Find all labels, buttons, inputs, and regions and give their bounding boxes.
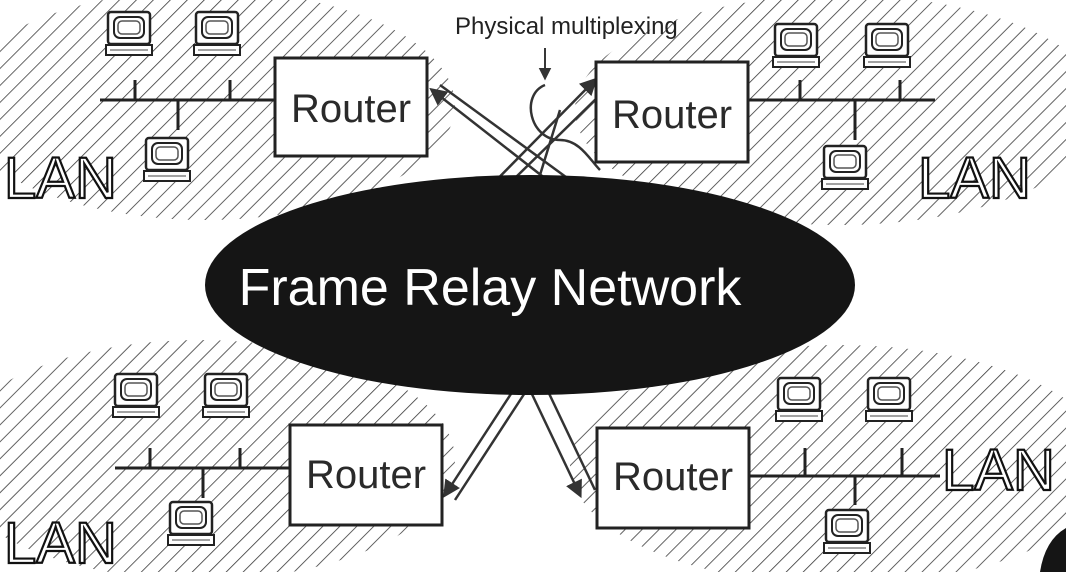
computer-icon — [773, 24, 819, 67]
lan-label: LAN — [918, 146, 1031, 211]
multiplex-label: Physical multiplexing — [455, 13, 678, 40]
lan-label: LAN — [942, 438, 1055, 503]
computer-icon — [113, 374, 159, 417]
computer-icon — [776, 378, 822, 421]
router-label: Router — [613, 455, 733, 499]
computer-icon — [203, 374, 249, 417]
link-bottom-left-b — [455, 385, 530, 500]
link-top-left-b — [440, 85, 570, 180]
computer-icon — [106, 12, 152, 55]
router-label: Router — [306, 453, 426, 497]
link-bottom-left-a — [445, 380, 520, 495]
computer-icon — [144, 138, 190, 181]
computer-icon — [864, 24, 910, 67]
computer-icon — [194, 12, 240, 55]
computer-icon — [866, 378, 912, 421]
computer-icon — [824, 510, 870, 553]
router-top-left: Router — [275, 58, 427, 156]
frame-relay-cloud: Frame Relay Network — [205, 175, 855, 395]
router-label: Router — [612, 93, 732, 137]
lan-label: LAN — [4, 146, 117, 211]
network-label: Frame Relay Network — [239, 259, 743, 317]
computer-icon — [168, 502, 214, 545]
lan-label: LAN — [4, 511, 117, 572]
router-label: Router — [291, 87, 411, 131]
computer-icon — [822, 146, 868, 189]
